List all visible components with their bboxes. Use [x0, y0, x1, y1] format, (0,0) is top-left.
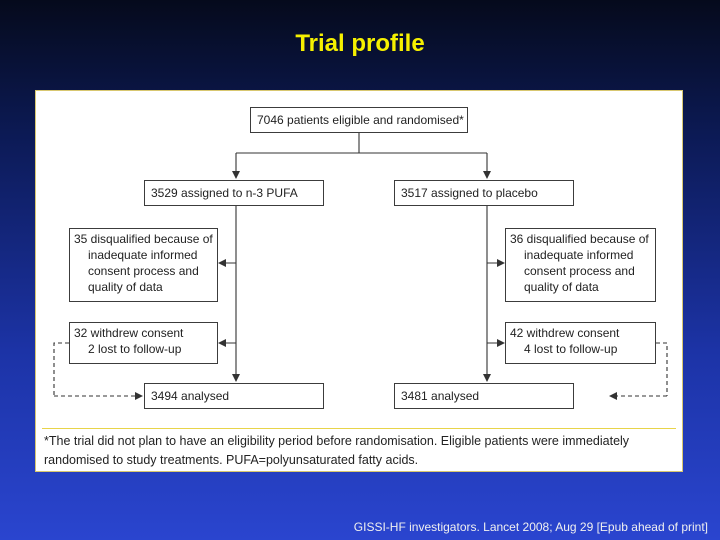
left-withdrew-line-1: 32 withdrew consent [74, 326, 184, 340]
right-withdrew-box: 42 withdrew consent 4 lost to follow-up [505, 322, 656, 364]
right-analysed-label: 3481 analysed [401, 389, 480, 403]
footnote-line-2: randomised to study treatments. PUFA=pol… [44, 453, 419, 467]
left-disqualified-line-4: quality of data [88, 280, 163, 294]
right-disqualified-line-1: 36 disqualified because of [510, 232, 649, 246]
left-arm-assigned-box: 3529 assigned to n-3 PUFA [144, 180, 324, 206]
slide-title: Trial profile [295, 30, 425, 57]
left-analysed-label: 3494 analysed [151, 389, 230, 403]
footnote-line-1: *The trial did not plan to have an eligi… [44, 434, 630, 448]
left-withdrew-line-2: 2 lost to follow-up [88, 342, 182, 356]
flow-connectors [53, 133, 668, 400]
left-disqualified-line-2: inadequate informed [88, 248, 198, 262]
left-disqualified-line-1: 35 disqualified because of [74, 232, 213, 246]
citation: GISSI-HF investigators. Lancet 2008; Aug… [353, 520, 708, 534]
eligible-randomised-box: 7046 patients eligible and randomised* [250, 107, 468, 133]
right-analysed-box: 3481 analysed [394, 383, 574, 409]
left-disqualified-box: 35 disqualified because of inadequate in… [69, 228, 218, 302]
right-disqualified-box: 36 disqualified because of inadequate in… [505, 228, 656, 302]
right-arm-assigned-label: 3517 assigned to placebo [401, 186, 538, 200]
right-disqualified-line-2: inadequate informed [524, 248, 634, 262]
eligible-randomised-label: 7046 patients eligible and randomised* [257, 113, 464, 127]
trial-profile-panel: 7046 patients eligible and randomised* 3… [35, 90, 683, 472]
right-withdrew-line-2: 4 lost to follow-up [524, 342, 618, 356]
right-arm-assigned-box: 3517 assigned to placebo [394, 180, 574, 206]
right-disqualified-line-4: quality of data [524, 280, 599, 294]
left-arm-assigned-label: 3529 assigned to n-3 PUFA [151, 186, 298, 200]
left-disqualified-line-3: consent process and [88, 264, 199, 278]
left-withdrew-box: 32 withdrew consent 2 lost to follow-up [69, 322, 218, 364]
right-disqualified-line-3: consent process and [524, 264, 635, 278]
footnote-divider [42, 428, 676, 429]
footnote: *The trial did not plan to have an eligi… [44, 432, 674, 470]
right-withdrew-line-1: 42 withdrew consent [510, 326, 620, 340]
left-analysed-box: 3494 analysed [144, 383, 324, 409]
